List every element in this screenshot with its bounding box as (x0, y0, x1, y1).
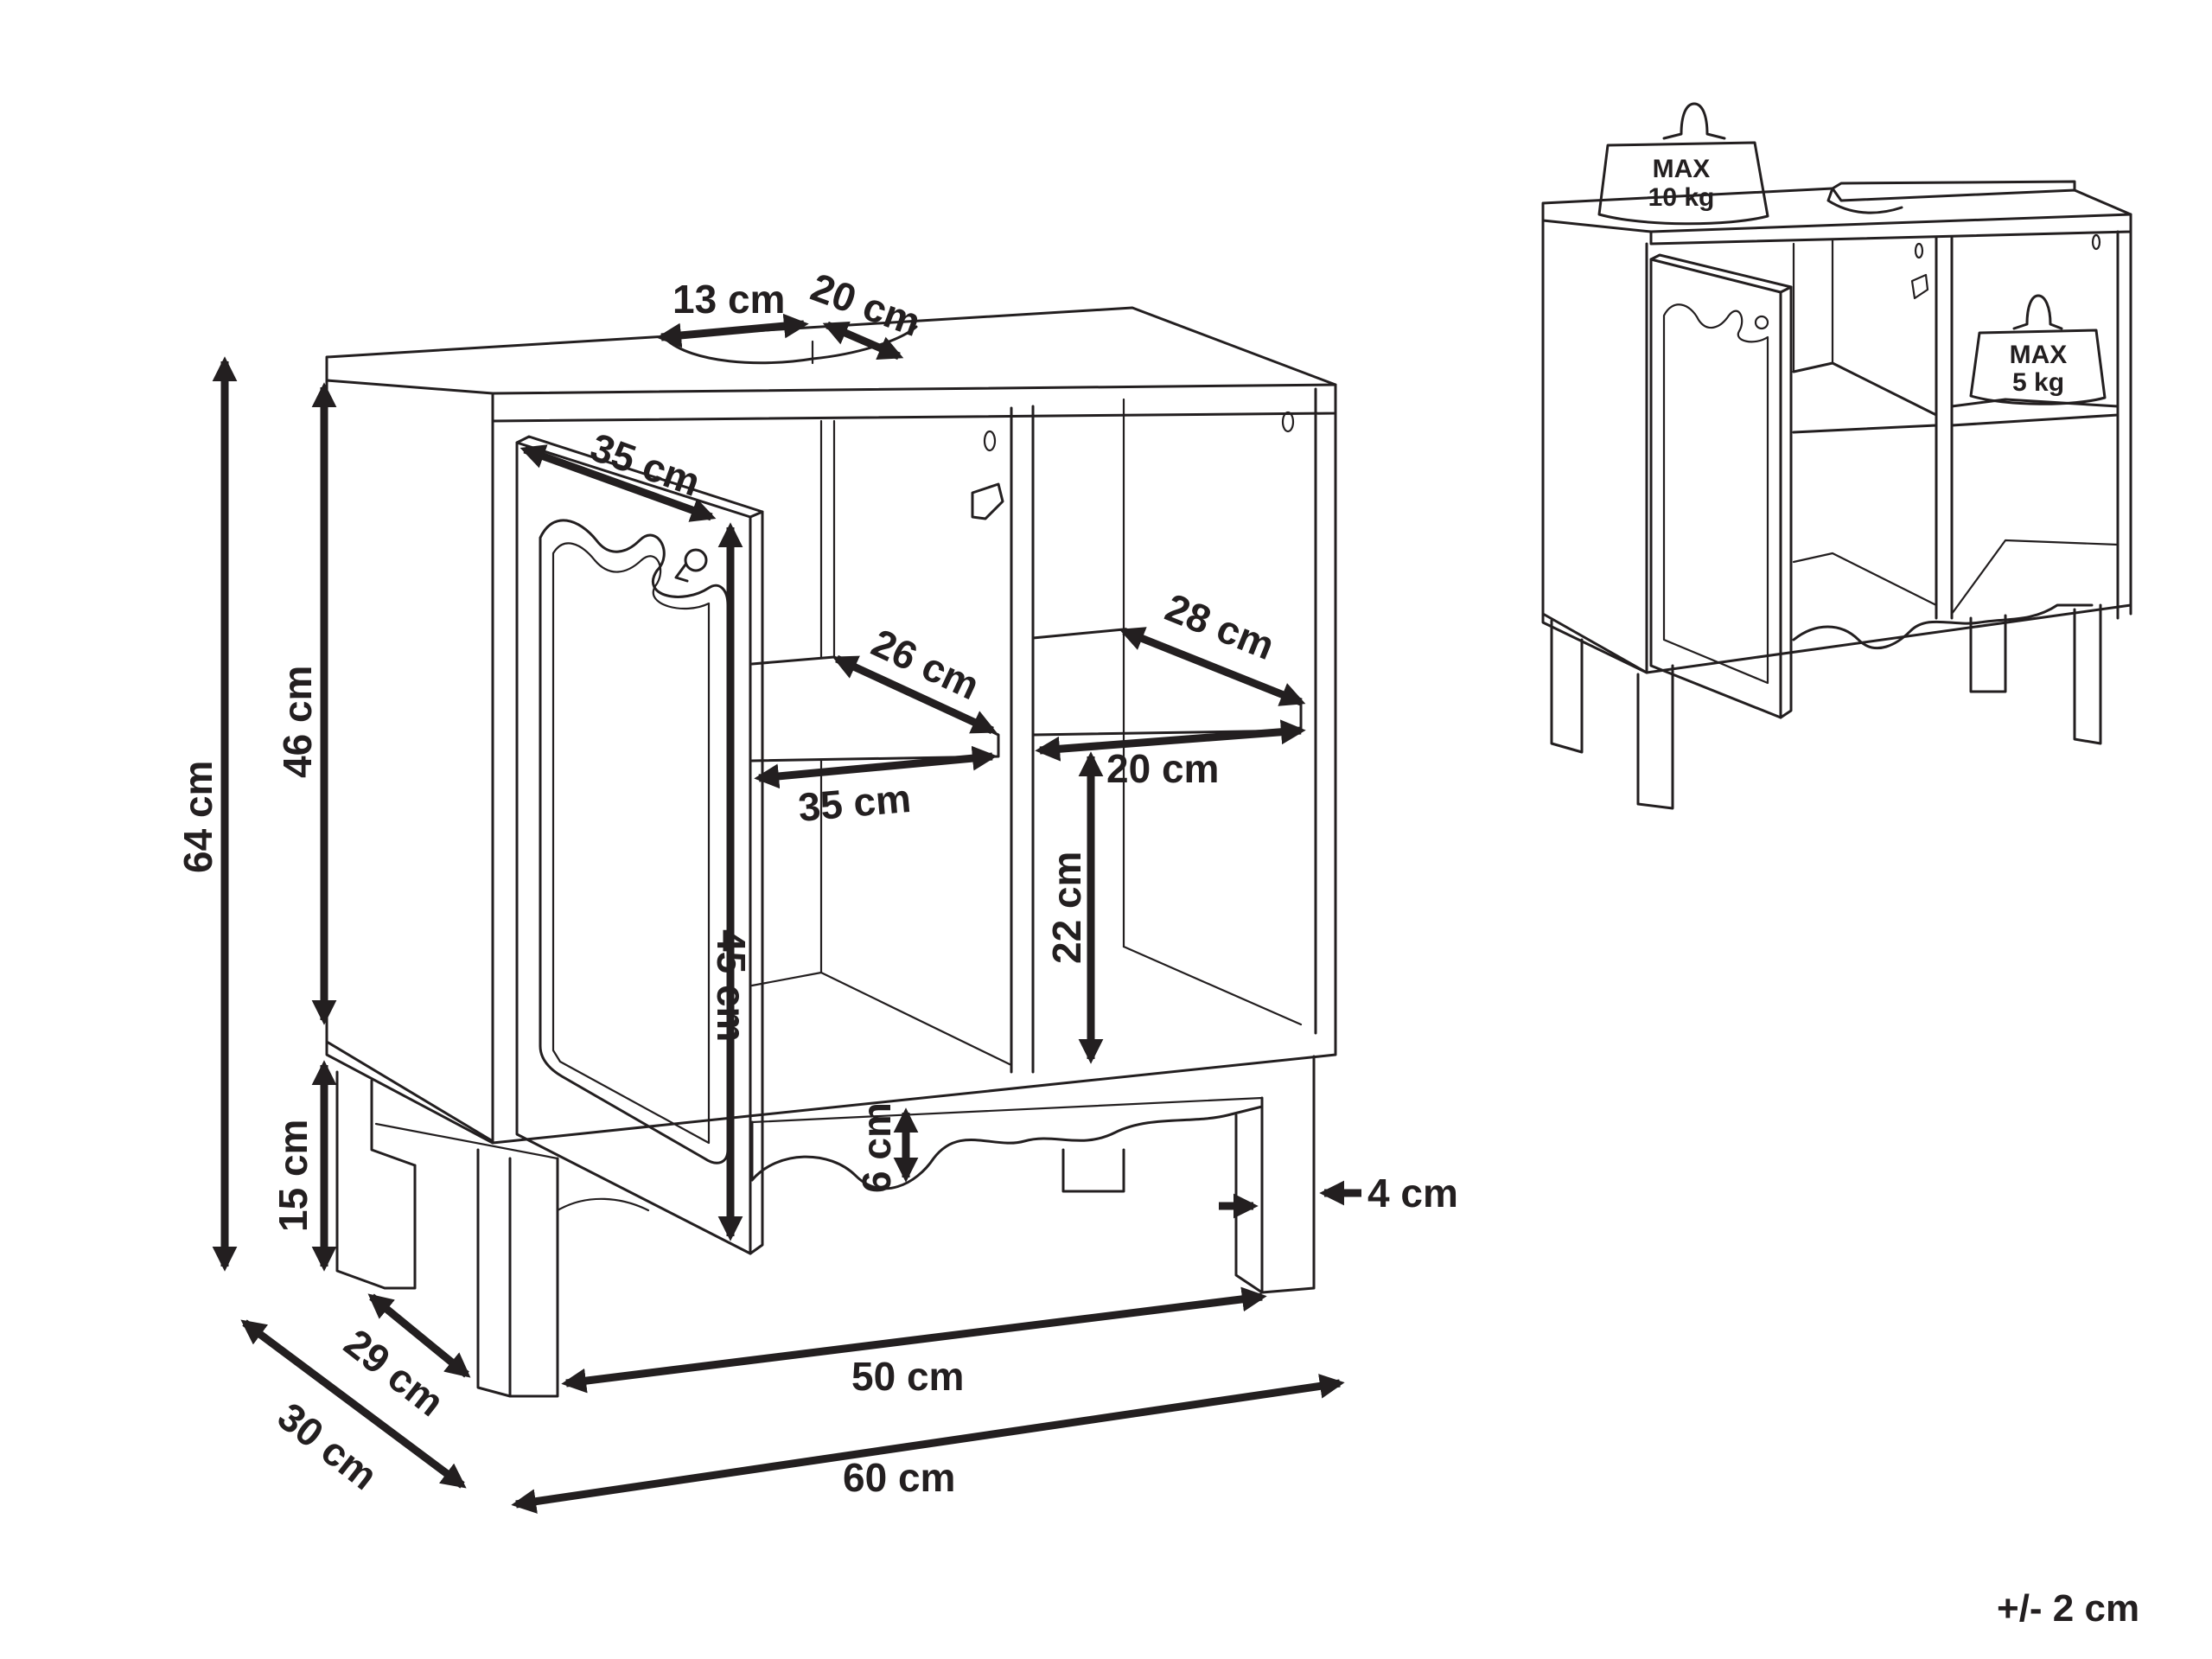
label-apron-height: 6 cm (854, 1102, 899, 1193)
label-leg-width: 4 cm (1367, 1171, 1458, 1216)
weight-top-value: 10 kg (1648, 183, 1715, 212)
label-right-shelf-width: 20 cm (1106, 746, 1219, 791)
weight-shelf-max: MAX (2010, 341, 2068, 369)
weight-shelf-value: 5 kg (2012, 368, 2064, 397)
label-total-depth: 30 cm (270, 1394, 386, 1498)
label-door-height: 45 cm (709, 929, 754, 1042)
label-leg-height: 15 cm (271, 1120, 316, 1232)
label-left-shelf-width: 35 cm (796, 775, 912, 830)
weight-icon-10kg: MAX 10 kg (1597, 102, 1769, 226)
label-shelf-clearance: 22 cm (1044, 852, 1089, 964)
dimension-arrows (212, 313, 1361, 1514)
label-left-shelf-depth: 26 cm (865, 620, 986, 708)
label-sink-cutout-depth: 20 cm (806, 265, 927, 345)
tolerance-note: +/- 2 cm (1997, 1587, 2139, 1630)
weight-icon-5kg: MAX 5 kg (1969, 294, 2107, 405)
reference-view: MAX 10 kg MAX 5 kg (1541, 102, 2132, 810)
dimension-labels: 64 cm 46 cm 15 cm 45 cm 35 cm 13 cm 20 c… (175, 265, 1458, 1500)
label-sink-cutout-width: 13 cm (673, 277, 785, 322)
label-total-height: 64 cm (175, 761, 220, 873)
label-inner-depth: 29 cm (336, 1320, 453, 1425)
label-body-height: 46 cm (275, 666, 320, 778)
cabinet-drawing (325, 306, 1337, 1398)
weight-top-max: MAX (1653, 155, 1711, 183)
label-inner-width: 50 cm (851, 1354, 964, 1399)
label-total-width: 60 cm (843, 1455, 955, 1500)
